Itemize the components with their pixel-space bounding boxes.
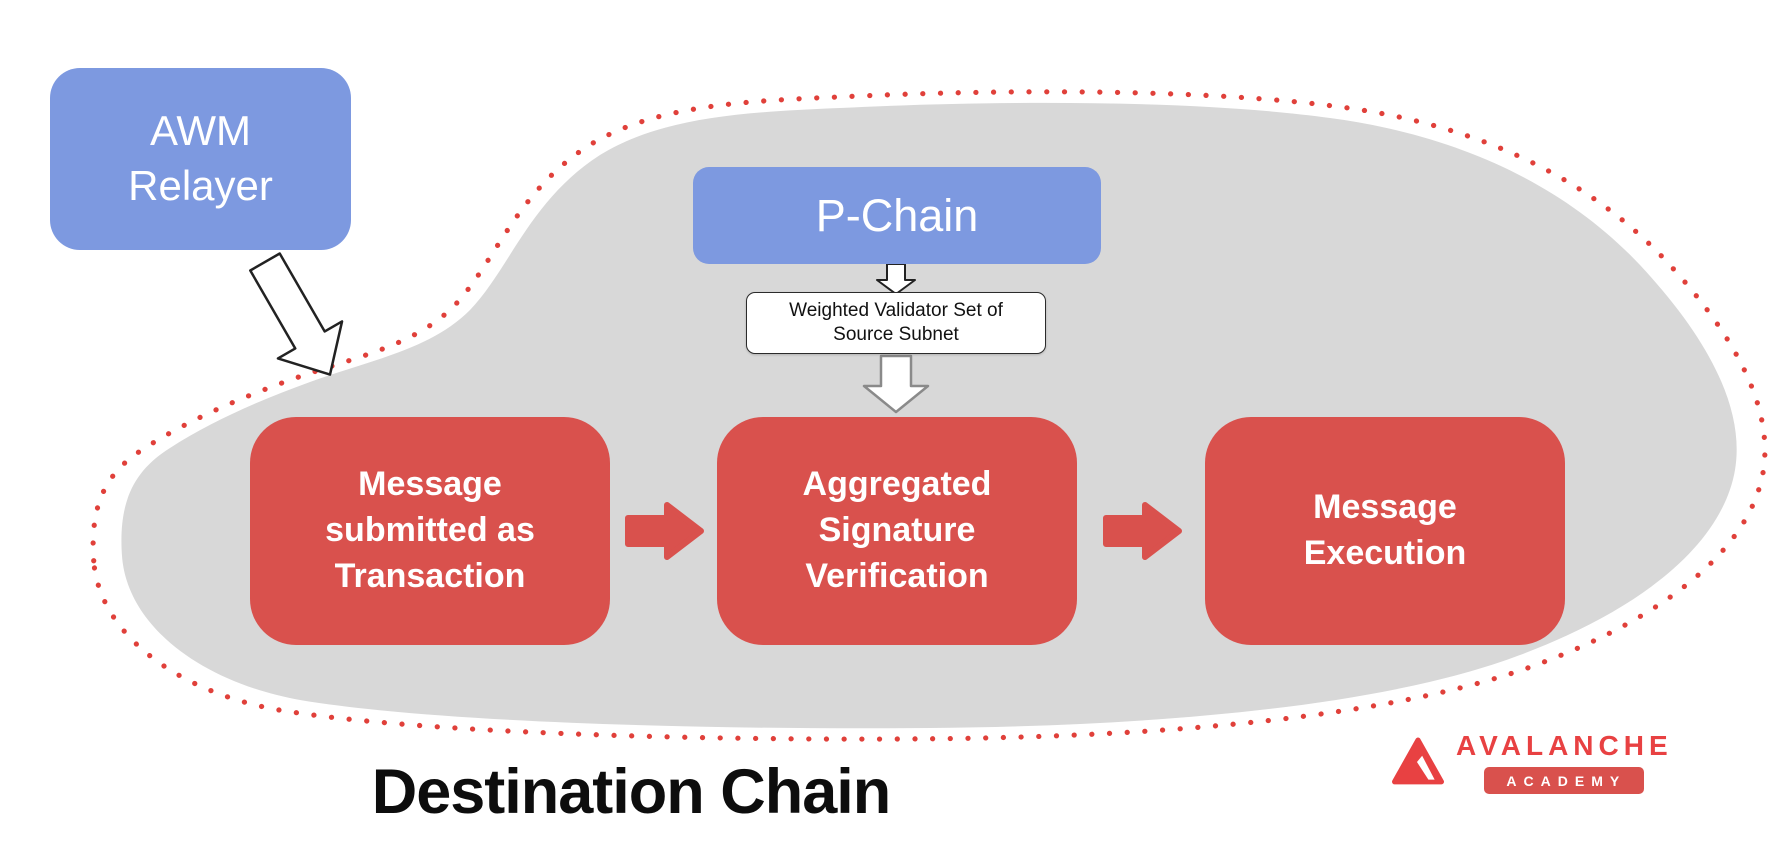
flow-arrow-right-1-icon <box>625 502 704 560</box>
logo-brand-text: AVALANCHE <box>1456 730 1673 761</box>
avalanche-academy-logo: AVALANCHE ACADEMY <box>1392 730 1673 794</box>
validator-set-down-arrow-icon <box>862 354 930 414</box>
step-message-submitted-label: Message submitted as Transaction <box>325 465 535 595</box>
step-message-execution-label: Message Execution <box>1303 488 1467 572</box>
logo-academy-badge: ACADEMY <box>1484 767 1645 794</box>
avalanche-logo-icon <box>1392 737 1444 785</box>
diagram-title: Destination Chain <box>0 756 1792 828</box>
logo-text-column: AVALANCHE ACADEMY <box>1456 730 1673 794</box>
step-aggregated-signature-verification-label: Aggregated Signature Verification <box>802 465 992 595</box>
validator-set-node: Weighted Validator Set of Source Subnet <box>746 292 1046 354</box>
flow-arrow-right-2-icon <box>1103 502 1182 560</box>
validator-set-label: Weighted Validator Set of Source Subnet <box>789 300 1003 345</box>
awm-relayer-node: AWM Relayer <box>50 68 351 250</box>
diagram-title-text: Destination Chain <box>371 757 892 827</box>
step-aggregated-signature-verification: Aggregated Signature Verification <box>717 417 1077 645</box>
p-chain-label: P-Chain <box>815 189 979 241</box>
p-chain-down-arrow-icon <box>876 263 916 295</box>
dotted-border <box>90 89 1768 742</box>
step-message-submitted: Message submitted as Transaction <box>250 417 610 645</box>
p-chain-node: P-Chain <box>693 167 1101 264</box>
awm-relayer-arrow-icon <box>249 252 344 376</box>
awm-relayer-label: AWM Relayer <box>128 107 273 209</box>
step-message-execution: Message Execution <box>1205 417 1565 645</box>
